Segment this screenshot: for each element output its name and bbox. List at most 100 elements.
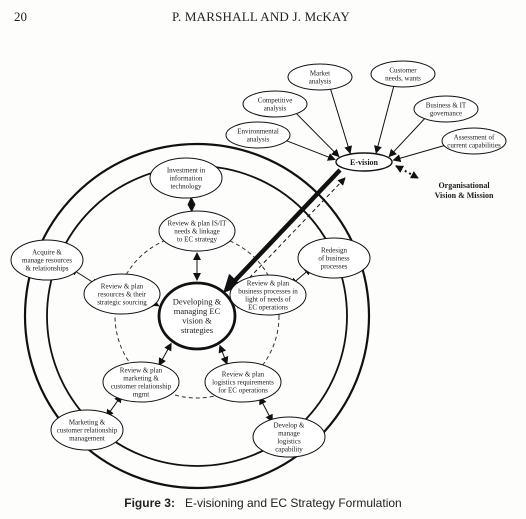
outer-node-0-shape	[149, 157, 223, 199]
figure-caption: Figure 3: E-visioning and EC Strategy For…	[0, 496, 526, 510]
center-inner-edge-3	[158, 342, 172, 367]
evision-node-shape	[335, 152, 393, 172]
inner-node-3-label: customer relationship	[111, 382, 172, 390]
inner-node-1-label: business processes in	[238, 287, 298, 295]
input-edge-4	[279, 137, 336, 161]
input-node-3-shape	[413, 95, 479, 123]
outer-node-2-label: capability	[275, 445, 303, 453]
center-node-label: vision &	[182, 316, 212, 326]
inner-node-3-label: marketing &	[123, 374, 159, 382]
inner-node-4-label: resources & their	[98, 290, 147, 298]
inner-node-0-label: needs & linkage	[174, 227, 220, 235]
inner-node-2-label: for EC operations	[218, 386, 268, 394]
figure-caption-text: E-visioning and EC Strategy Formulation	[184, 496, 402, 510]
outer-node-3-label: management	[69, 434, 105, 442]
inner-node-0-label: to EC strategy	[177, 235, 218, 243]
input-node-5-label: current capabilities	[447, 141, 501, 149]
evision-label: E-vision	[350, 158, 379, 167]
input-node-3-label: governance	[430, 109, 462, 117]
inner-outer-edge-2	[259, 396, 273, 423]
input-edge-3	[388, 115, 428, 158]
outer-node-1-label: Redesign	[321, 246, 348, 254]
input-node-4-label: analysis	[247, 135, 270, 143]
page-number: 20	[14, 9, 27, 24]
input-node-0-shape	[287, 63, 353, 91]
inner-node-2-label: logistics requirements	[212, 378, 274, 386]
outer-node-0-label: Investment in	[167, 166, 206, 174]
input-node-1-label: Customer	[389, 66, 417, 74]
inner-node-3-shape	[102, 361, 180, 403]
input-node-2-label: analysis	[264, 104, 287, 112]
outer-node-4-label: manage resources	[22, 256, 72, 264]
inner-node-0-label: Review & plan IS/IT	[168, 219, 228, 227]
center-node-shape	[157, 281, 237, 351]
input-edge-2	[293, 110, 340, 158]
outer-node-2-shape	[252, 416, 326, 458]
outer-node-4-shape	[10, 239, 84, 281]
outer-node-3: Marketing &customer relationshipmanageme…	[50, 409, 124, 451]
input-node-2-label: Competitive	[258, 96, 293, 104]
inner-node-3-label: mgmt	[133, 390, 149, 398]
input-edge-0	[329, 87, 352, 155]
center-node-label: strategies	[181, 325, 213, 335]
inner-node-0-shape	[158, 210, 236, 252]
running-title: P. MARSHALL AND J. McKAY	[172, 9, 350, 24]
vision-mission-label: Vision & Mission	[435, 191, 494, 200]
input-node-5-label: Assessment of	[454, 133, 495, 141]
input-node-0-label: Market	[310, 69, 330, 77]
inner-node-4-shape	[83, 273, 161, 315]
outer-node-1-label: of business	[318, 254, 350, 262]
input-node-3-label: Business & IT	[426, 101, 467, 109]
inner-node-2-label: Review & plan	[222, 370, 265, 378]
input-node-1-label: needs, wants	[385, 74, 421, 82]
inner-node-1-shape	[229, 274, 307, 316]
outer-node-3-label: Marketing &	[69, 418, 106, 426]
outer-node-2-label: logistics	[277, 437, 301, 445]
inner-node-4-label: Review & plan	[101, 282, 144, 290]
input-node-2-shape	[242, 90, 308, 118]
evision-mission-dotted-arrow	[395, 165, 419, 179]
outer-node-0-label: information	[169, 174, 203, 182]
inner-node-1-label: light of needs of	[245, 295, 291, 303]
outer-node-1-label: processes	[321, 262, 348, 270]
evision-to-center-arrow	[223, 168, 342, 293]
inner-node-1-label: EC operations	[248, 303, 288, 311]
center-node-label: managing EC	[174, 306, 221, 316]
inner-node-3-label: Review & plan	[120, 366, 163, 374]
inner-node-2-shape	[204, 361, 282, 403]
inner-node-4-label: strategic sourcing	[97, 298, 147, 306]
outer-node-0-label: technology	[170, 182, 202, 190]
center-inner-edge-2	[218, 344, 229, 365]
figure-label: Figure 3:	[124, 496, 175, 510]
input-edge-5	[392, 142, 453, 163]
input-node-1-shape	[370, 60, 436, 88]
center-node-label: Developing &	[173, 297, 222, 307]
outer-node-3-label: customer relationship	[57, 426, 118, 434]
outer-node-4: Acquire &manage resources& relationships	[10, 239, 84, 281]
inner-node-1-label: Review & plan	[247, 279, 290, 287]
evision-node: E-vision	[335, 152, 393, 172]
outer-node-2-label: manage	[278, 429, 300, 437]
outer-node-4-label: & relationships	[26, 264, 69, 272]
outer-node-3-shape	[50, 409, 124, 451]
input-node-4-label: Environmental	[237, 127, 279, 135]
input-node-4-shape	[225, 121, 291, 149]
outer-node-4-label: Acquire &	[32, 248, 62, 256]
outer-node-1-shape	[297, 237, 371, 279]
